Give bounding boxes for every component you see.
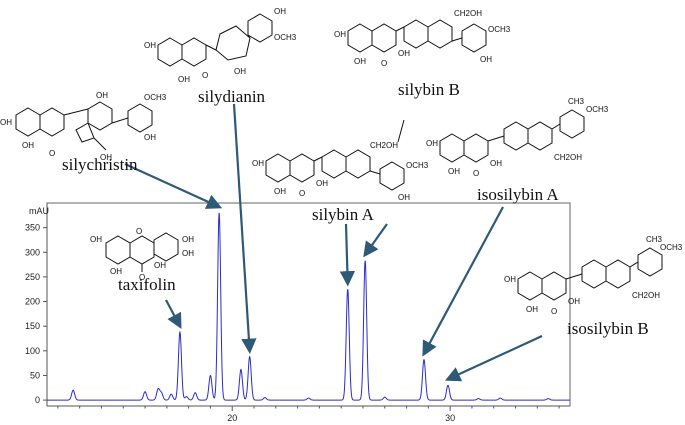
atom-hydroxyl: OH: [0, 118, 12, 127]
annotation-arrow: [422, 206, 504, 357]
atom-hydroxyl: OH: [490, 159, 502, 168]
atom-hydroxyl: OH: [144, 133, 156, 142]
atom-hydroxyl: OH: [480, 55, 492, 64]
label-isosilybin-b: isosilybin B: [567, 319, 649, 338]
atom-hydroxyl: OH: [426, 139, 438, 148]
label-taxifolin: taxifolin: [118, 275, 176, 294]
atom-oxygen: O: [139, 273, 145, 282]
atom-hydroxyl: OH: [504, 275, 516, 284]
label-silybin-b: silybin B: [398, 80, 460, 99]
structure-silychristin: OH OH O OH OCH3 OH OH: [0, 91, 167, 162]
atom-hydroxyl: OH: [252, 159, 264, 168]
atom-oxygen: O: [299, 189, 305, 198]
chromatogram-trace: [47, 212, 570, 401]
y-ticks: 0 50 100 150 200 250 300 350: [25, 223, 47, 405]
atom-hydroxyl: OH: [182, 249, 194, 258]
annotation-arrow: [363, 223, 388, 258]
atom-hydroxyl: OH: [100, 153, 112, 162]
atom-hydroxyl: OH: [154, 261, 166, 270]
atom-hydroxyl: OH: [182, 235, 194, 244]
atom-hydroxyl: OH: [90, 235, 102, 244]
annotation-arrow: [165, 299, 182, 330]
atom-hydroxymethyl: CH2OH: [632, 291, 660, 300]
y-tick-label: 50: [30, 370, 40, 380]
atom-hydroxyl: OH: [334, 30, 346, 39]
annotation-arrow: [444, 335, 543, 382]
annotation-arrow: [124, 162, 223, 209]
atom-hydroxyl: OH: [398, 193, 410, 202]
y-tick-label: 300: [25, 247, 40, 257]
atom-hydroxyl: OH: [274, 187, 286, 196]
atom-methoxy: OCH3: [660, 243, 683, 252]
atom-oxygen: O: [551, 307, 557, 316]
atom-hydroxyl: OH: [398, 49, 410, 58]
atom-oxygen: O: [49, 149, 55, 158]
atom-hydroxyl: OH: [316, 179, 328, 188]
atom-methoxy: OCH3: [406, 161, 429, 170]
y-tick-label: 350: [25, 223, 40, 233]
atom-methoxy: OCH3: [488, 25, 511, 34]
label-silydianin: silydianin: [198, 87, 266, 106]
atom-hydroxyl: OH: [96, 91, 108, 100]
annotation-arrow: [232, 103, 257, 355]
atom-hydroxyl: OH: [234, 67, 246, 76]
atom-hydroxyl: OH: [448, 167, 460, 176]
y-tick-label: 100: [25, 346, 40, 356]
compound-labels: taxifolin silychristin silydianin silybi…: [62, 80, 649, 338]
structure-isosilybin-b: OH OH O OH CH3 OCH3 CH2OH: [504, 235, 683, 316]
structure-isosilybin-a: OH OH O OH CH3 OCH3 CH2OH: [426, 97, 609, 178]
label-silybin-a: silybin A: [312, 205, 375, 224]
atom-methyl: CH3: [646, 235, 663, 244]
atom-hydroxyl: OH: [178, 75, 190, 84]
x-tick-label: 30: [445, 413, 455, 423]
atom-hydroxyl: OH: [110, 267, 122, 276]
atom-hydroxymethyl: CH2OH: [454, 9, 482, 18]
atom-hydroxymethyl: CH2OH: [554, 153, 582, 162]
y-axis-label: mAU: [29, 206, 49, 216]
atom-hydroxyl: OH: [354, 57, 366, 66]
plot-frame: [46, 202, 571, 407]
y-tick-label: 200: [25, 297, 40, 307]
atom-hydroxyl: OH: [274, 7, 286, 16]
label-isosilybin-a: isosilybin A: [477, 185, 559, 204]
label-silychristin: silychristin: [62, 155, 138, 174]
atom-methoxy: OCH3: [586, 105, 609, 114]
plot-border: [46, 202, 571, 407]
atom-hydroxyl: OH: [526, 305, 538, 314]
atom-methoxy: OCH3: [274, 33, 297, 42]
structure-silybin-b: OH OH O OH CH2OH OCH3 OH: [334, 9, 511, 68]
atom-hydroxyl: OH: [22, 141, 34, 150]
atom-oxygen: O: [202, 71, 208, 80]
atom-hydroxyl: OH: [144, 41, 156, 50]
annotation-arrow: [339, 223, 356, 287]
x-tick-label: 20: [227, 413, 237, 423]
atom-oxygen: O: [381, 59, 387, 68]
structure-taxifolin: O OH OH O OH OH OH: [90, 227, 194, 282]
atom-hydroxymethyl: CH2OH: [370, 141, 398, 150]
atom-hydroxyl: OH: [568, 297, 580, 306]
y-tick-label: 250: [25, 272, 40, 282]
structure-silydianin: OH OH O OH OH OCH3: [144, 7, 297, 84]
atom-oxygen: O: [136, 227, 142, 236]
atom-oxygen: O: [473, 169, 479, 178]
atom-methoxy: OCH3: [144, 93, 167, 102]
annotation-arrows: [124, 103, 543, 382]
y-tick-label: 0: [35, 395, 40, 405]
y-tick-label: 150: [25, 321, 40, 331]
atom-methyl: CH3: [568, 97, 585, 106]
structure-silybin-a: OH OH O OH CH2OH OCH3 OH: [252, 119, 429, 202]
